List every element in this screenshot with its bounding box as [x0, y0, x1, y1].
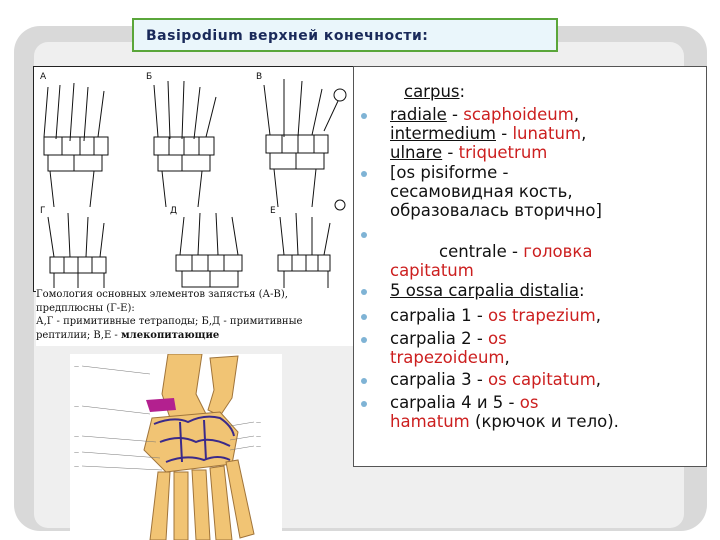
panel-a-drawing: [43, 82, 109, 208]
panel-letter-a: А: [40, 72, 47, 82]
slide-title-box: Basipodium верхней конечности:: [132, 18, 558, 52]
highlight-region: [146, 398, 176, 412]
bullet-carpalia-distalia: 5 ossa carpalia distalia:: [390, 281, 585, 300]
bullet-dot: [361, 337, 367, 343]
svg-text:—: —: [256, 420, 261, 426]
svg-text:—: —: [74, 404, 79, 410]
panel-c-drawing: [263, 79, 347, 208]
bullet-pisiforme-2: сесамовидная кость,: [390, 182, 573, 201]
bullet-dot: [361, 314, 367, 320]
bullet-radiale: radiale - scaphoideum,: [390, 105, 580, 124]
bullet-carpalia-4-5-line2: hamatum (крючок и тело).: [390, 412, 619, 431]
panel-letter-d: Д: [170, 206, 177, 216]
svg-text:—: —: [74, 464, 79, 470]
svg-text:—: —: [256, 444, 261, 450]
caption-line-4: рептилии; В,Е - млекопитающие: [36, 329, 220, 341]
panel-b-drawing: [153, 80, 217, 208]
bullet-dot: [361, 232, 367, 238]
bullet-carpalia-2: carpalia 2 - os: [390, 329, 507, 348]
bullet-carpalia-4-5: carpalia 4 и 5 - os: [390, 393, 539, 412]
caption-line-2: предплюсны (Г-Е):: [36, 302, 135, 314]
bullet-carpus: carpus:: [404, 82, 466, 101]
panel-letter-g: Г: [40, 206, 46, 216]
panel-letter-e: Е: [270, 206, 276, 216]
bullet-dot: [361, 401, 367, 407]
wrist-bones-illustration: — — — — — — — —: [70, 354, 282, 540]
bullet-dot: [361, 171, 367, 177]
svg-text:—: —: [74, 450, 79, 456]
svg-text:—: —: [74, 364, 79, 370]
bullet-intermedium: intermedium - lunatum,: [390, 124, 587, 143]
slide-title: Basipodium верхней конечности:: [146, 28, 429, 44]
homology-diagram-drawing: А Б В Г Д Е: [40, 72, 347, 290]
panel-letter-v: В: [256, 72, 262, 82]
bullet-pisiforme-1: [os pisiforme -: [390, 163, 509, 182]
bullet-dot: [361, 289, 367, 295]
metacarpal-1: [149, 471, 171, 540]
panel-letter-b: Б: [146, 72, 152, 82]
bullet-list-box: carpus: radiale - scaphoideum, intermedi…: [353, 66, 707, 467]
caption-line-1: Гомология основных элементов запястья (А…: [36, 289, 288, 300]
bullet-pisiforme-3: образовалась вторично]: [390, 201, 602, 220]
bullet-ulnare: ulnare - triquetrum: [390, 143, 548, 162]
bullet-carpalia-1: carpalia 1 - os trapezium,: [390, 306, 601, 325]
svg-text:—: —: [74, 434, 79, 440]
caption-mammals: млекопитающие: [120, 329, 220, 341]
panel-e-drawing: [277, 199, 346, 290]
panel-g-drawing: [47, 212, 107, 290]
bullet-centrale: centrale - головка: [439, 242, 593, 261]
bullet-carpalia-2-line2: trapezoideum,: [390, 348, 510, 367]
bullet-centrale-2: capitatum: [390, 261, 474, 280]
bullet-dot: [361, 113, 367, 119]
wrist-bones-drawing: — — — — — — — —: [74, 354, 261, 540]
bullet-carpalia-3: carpalia 3 - os capitatum,: [390, 370, 602, 389]
svg-text:—: —: [256, 434, 261, 440]
ulna-bone: [207, 355, 239, 417]
panel-d-drawing: [175, 212, 243, 288]
caption-line-3: А,Г - примитивные тетраподы; Б,Д - прими…: [36, 316, 303, 327]
bullet-dot: [361, 378, 367, 384]
homology-diagram: А Б В Г Д Е: [33, 66, 355, 292]
figure-caption: Гомология основных элементов запястья (А…: [36, 288, 356, 346]
